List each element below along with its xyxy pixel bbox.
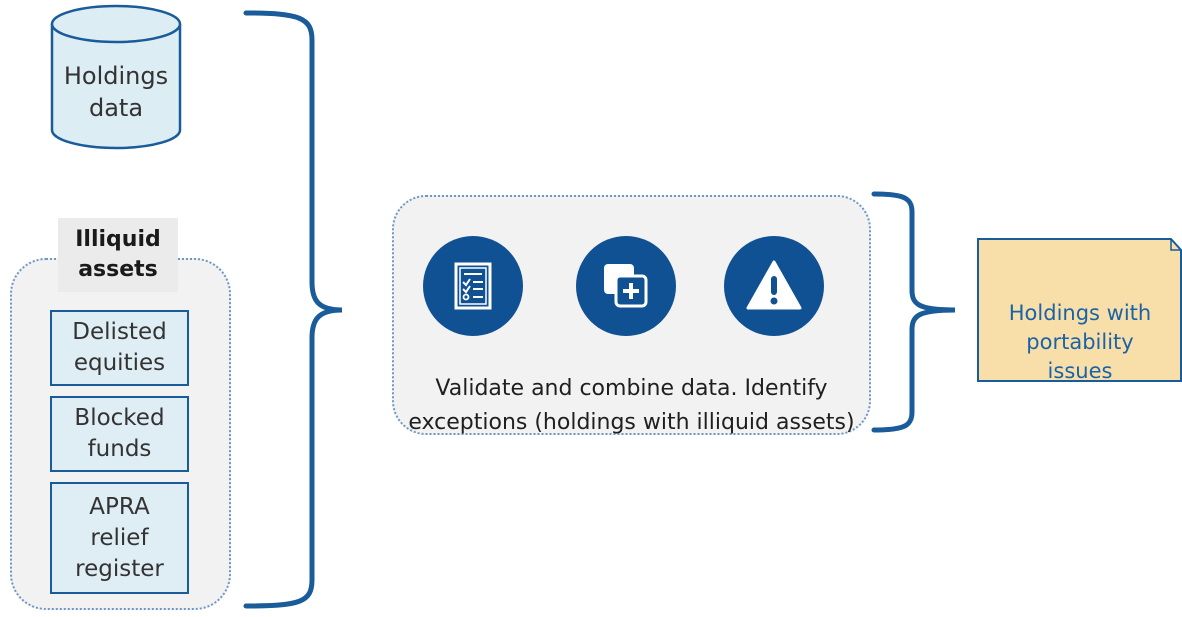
process-caption: Validate and combine data. Identify exce…: [408, 376, 855, 435]
delisted-equities-box: Delisted equities: [50, 310, 189, 386]
holdings-data-label: Holdings data: [63, 62, 169, 122]
warning-icon: [724, 236, 824, 336]
holdings-data-cylinder: [50, 4, 182, 150]
output-label: Holdings with portability issues: [1008, 301, 1152, 383]
small-brace: [871, 191, 956, 433]
combine-plus-icon: [576, 236, 676, 336]
blocked-funds-box: Blocked funds: [50, 396, 189, 472]
large-brace: [243, 10, 343, 609]
output-note-shape: [977, 238, 1182, 382]
checklist-icon: [423, 236, 523, 336]
illiquid-assets-title: Illiquid assets: [58, 218, 178, 292]
apra-relief-register-box: APRA relief register: [50, 482, 189, 594]
